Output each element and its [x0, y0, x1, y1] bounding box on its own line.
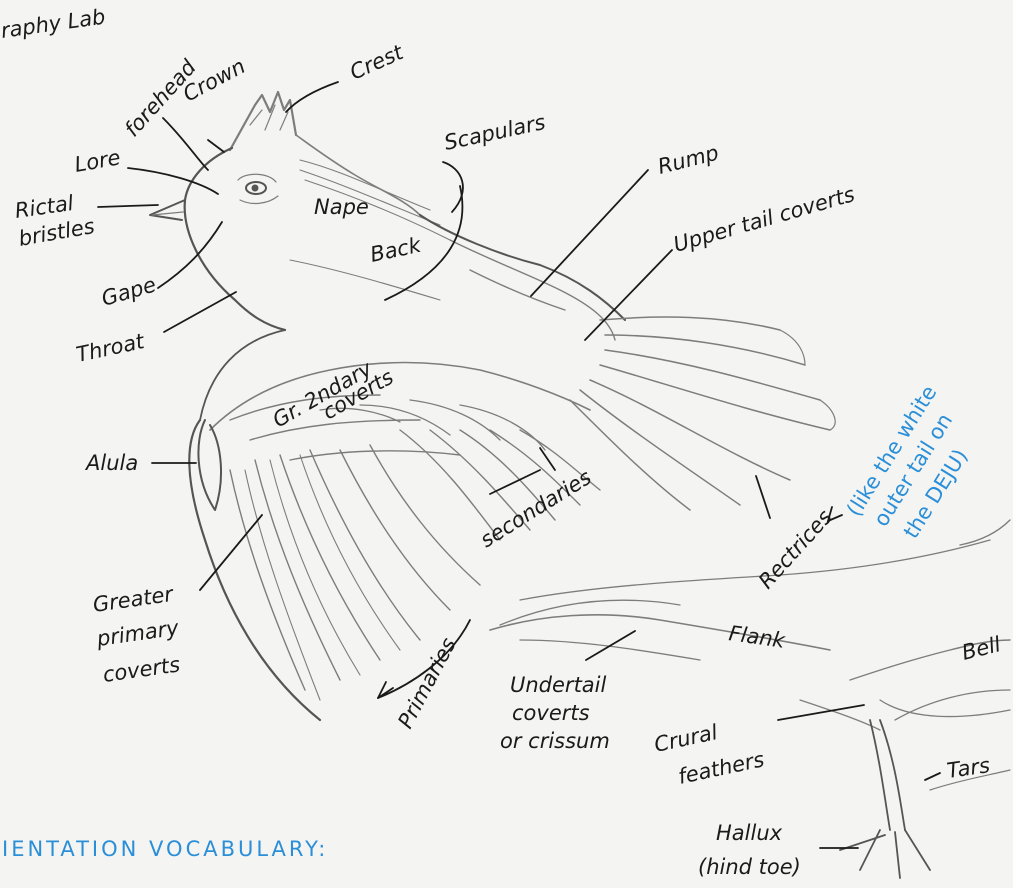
label-rump: Rump — [655, 141, 721, 179]
leg-foot — [840, 690, 1010, 878]
label-scapulars: Scapulars — [442, 110, 547, 155]
footer-orientation-vocabulary: IENTATION VOCABULARY: — [2, 837, 328, 861]
label-crest: Crest — [346, 40, 407, 85]
label-back: Back — [368, 233, 424, 267]
label-greater: Greater — [91, 582, 175, 617]
label-primaries: Primaries — [393, 634, 461, 733]
label-nape: Nape — [314, 195, 369, 219]
label-undertail: Undertail — [510, 673, 607, 697]
label-crural-feathers: feathers — [676, 747, 766, 789]
label-or-crissum: or crissum — [500, 729, 610, 753]
label-belly: Bell — [959, 632, 1003, 665]
tail-feathers — [570, 317, 835, 510]
label-hallux: Hallux — [716, 821, 783, 845]
wing — [189, 363, 600, 721]
label-flank: Flank — [727, 621, 787, 653]
label-upper-tail-coverts: Upper tail coverts — [671, 182, 858, 257]
label-gape: Gape — [99, 272, 159, 310]
label-primary: primary — [94, 616, 180, 651]
page-title-fragment: raphy Lab — [0, 5, 107, 43]
label-undertail-coverts: coverts — [512, 701, 590, 725]
label-hind-toe: (hind toe) — [698, 855, 801, 879]
label-rectrices: Rectrices — [754, 505, 837, 593]
label-throat: Throat — [74, 329, 147, 367]
label-crural: Crural — [652, 720, 720, 757]
label-tarsus: Tars — [945, 753, 991, 783]
label-alula: Alula — [84, 451, 138, 475]
label-secondaries: secondaries — [476, 465, 596, 552]
label-coverts: coverts — [101, 652, 181, 687]
label-lore: Lore — [73, 145, 123, 177]
